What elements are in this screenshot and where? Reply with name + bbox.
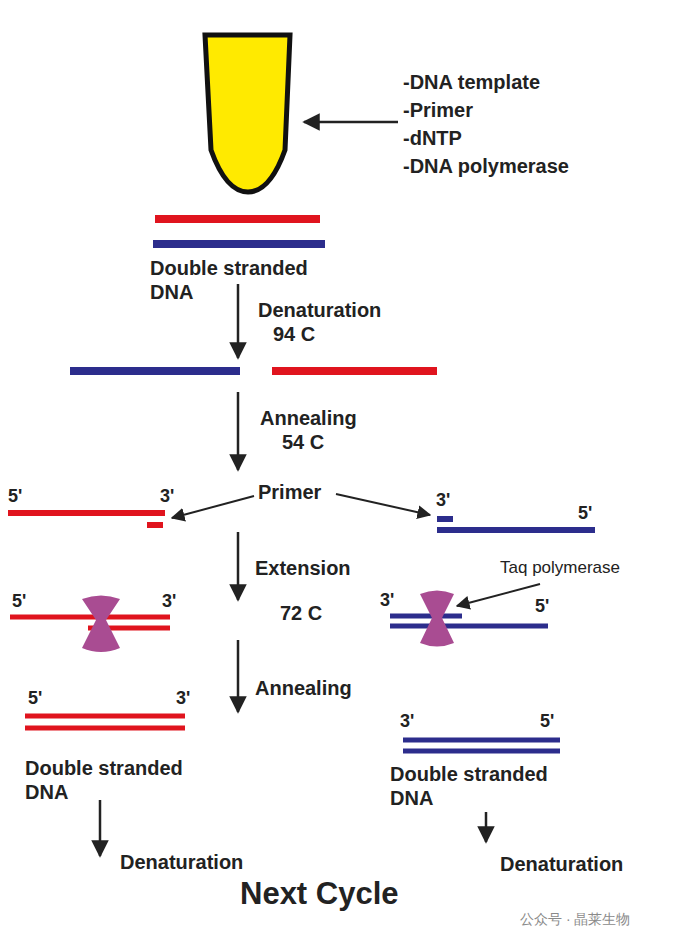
end-label: 5'	[578, 503, 592, 525]
end-label: 5'	[28, 688, 42, 710]
dna-strand	[390, 624, 548, 629]
step-arrow	[99, 800, 102, 856]
end-label: 3'	[176, 688, 190, 710]
polymerase-shape	[420, 591, 454, 647]
end-label: 3'	[400, 711, 414, 733]
step-label: Extension	[255, 556, 351, 580]
step-arrow	[237, 284, 240, 358]
pcr-tube	[205, 35, 290, 192]
cycle-title: Next Cycle	[240, 875, 399, 912]
end-label: 5'	[540, 711, 554, 733]
dna-strand	[70, 367, 240, 375]
leader-arrow	[172, 496, 254, 518]
end-label: 5'	[8, 486, 22, 508]
primer-strand	[147, 522, 163, 528]
primer-label: Primer	[258, 480, 321, 504]
dna-strand	[155, 215, 320, 223]
primer-strand	[437, 516, 453, 522]
end-label: 3'	[380, 590, 394, 612]
end-label: 3'	[436, 490, 450, 512]
dna-strand	[10, 615, 170, 620]
reagent-item: -Primer	[403, 98, 473, 122]
polymerase-shape	[82, 596, 120, 653]
step-label: Denaturation	[258, 298, 381, 322]
stage-label: Double stranded DNA	[25, 756, 200, 804]
end-label: 3'	[160, 486, 174, 508]
dna-strand	[437, 527, 595, 533]
dna-strand	[25, 714, 185, 719]
watermark: 公众号 · 晶莱生物	[520, 911, 630, 928]
enzyme-label: Taq polymerase	[500, 558, 620, 578]
dna-strand	[403, 749, 560, 754]
temperature-label: 54 C	[282, 430, 324, 454]
temperature-label: 72 C	[280, 601, 322, 625]
step-label: Denaturation	[120, 850, 243, 874]
end-label: 3'	[162, 591, 176, 613]
step-arrow	[237, 640, 240, 712]
temperature-label: 94 C	[273, 322, 315, 346]
leader-arrow	[336, 494, 430, 515]
dna-strand	[8, 510, 165, 516]
reagent-item: -DNA template	[403, 70, 540, 94]
dna-strand	[390, 614, 462, 619]
stage-label: Double stranded DNA	[390, 762, 565, 810]
dna-strand	[153, 240, 325, 248]
step-label: Denaturation	[500, 852, 623, 876]
dna-strand	[272, 367, 437, 375]
dna-strand	[25, 726, 185, 731]
stage-label: Double stranded DNA	[150, 256, 325, 304]
reagent-item: -DNA polymerase	[403, 154, 569, 178]
dna-strand	[403, 738, 560, 743]
step-arrow	[237, 392, 240, 470]
step-label: Annealing	[255, 676, 352, 700]
step-label: Annealing	[260, 406, 357, 430]
step-arrow	[237, 532, 240, 600]
reagent-item: -dNTP	[403, 126, 462, 150]
reagent-arrow	[304, 121, 398, 124]
step-arrow	[485, 812, 488, 842]
end-label: 5'	[535, 596, 549, 618]
leader-arrow	[457, 584, 540, 606]
end-label: 5'	[12, 591, 26, 613]
